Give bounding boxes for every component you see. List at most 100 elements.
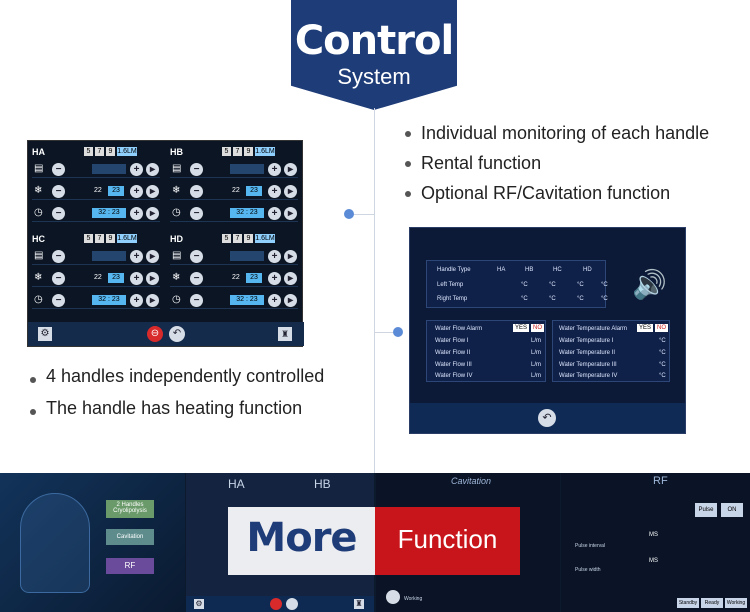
flow-item: Water Flow I (435, 338, 469, 344)
pulse-width-label: Pulse width (575, 567, 601, 573)
minus-button[interactable]: − (190, 272, 203, 285)
play-button[interactable]: ▸ (284, 250, 297, 263)
play-button[interactable]: ▸ (284, 272, 297, 285)
cavitation-mode-button[interactable]: Cavitation (106, 529, 154, 545)
alarm-no-button[interactable]: NO (531, 324, 544, 332)
plus-button[interactable]: + (130, 250, 143, 263)
alarm-yes-button[interactable]: YES (513, 324, 530, 332)
function-banner (375, 507, 520, 575)
level-number[interactable]: 5 (84, 234, 93, 243)
vacuum-icon: ▤ (172, 250, 182, 261)
alarm-label: Water Flow Alarm (435, 326, 483, 332)
time-box: 32 : 23 (230, 295, 264, 305)
plus-button[interactable]: + (130, 294, 143, 307)
speaker-icon[interactable]: 🔊 (632, 269, 667, 300)
level-number[interactable]: 9 (244, 147, 253, 156)
plus-button[interactable]: + (268, 185, 281, 198)
back-icon[interactable] (386, 590, 400, 604)
feature-item: Optional RF/Cavitation function (405, 178, 709, 208)
stop-icon[interactable]: ⊖ (147, 326, 163, 342)
ready-button[interactable]: Ready (701, 598, 723, 608)
stop-icon[interactable] (270, 598, 282, 610)
settings-icon[interactable]: ⚙ (38, 327, 52, 341)
clean-icon[interactable]: ♜ (278, 327, 292, 341)
play-button[interactable]: ▸ (146, 207, 159, 220)
back-icon[interactable]: ↶ (538, 409, 556, 427)
minus-button[interactable]: − (190, 185, 203, 198)
vacuum-icon: ▤ (34, 163, 44, 174)
minus-button[interactable]: − (52, 294, 65, 307)
minus-button[interactable]: − (190, 163, 203, 176)
temp-box: 23 (246, 186, 262, 196)
level-number[interactable]: 5 (84, 147, 93, 156)
plus-button[interactable]: + (268, 207, 281, 220)
flow-unit: L/m (531, 362, 542, 368)
handles-mode-button[interactable]: 2 Handles Cryolipolysis (106, 500, 154, 518)
time-box: 32 : 23 (92, 295, 126, 305)
play-button[interactable]: ▸ (146, 163, 159, 176)
lm-value: 1.6LM (255, 234, 275, 243)
alarm-yes-button[interactable]: YES (637, 324, 654, 332)
play-button[interactable]: ▸ (146, 272, 159, 285)
more-label: More (246, 515, 357, 561)
level-number[interactable]: 7 (233, 234, 242, 243)
back-icon[interactable]: ↶ (169, 326, 185, 342)
level-number[interactable]: 9 (244, 234, 253, 243)
clean-icon[interactable]: ♜ (354, 599, 364, 609)
temp-set: 22 (232, 187, 240, 194)
play-button[interactable]: ▸ (284, 185, 297, 198)
level-number[interactable]: 5 (222, 147, 231, 156)
settings-icon[interactable]: ⚙ (194, 599, 204, 609)
minus-button[interactable]: − (52, 207, 65, 220)
minus-button[interactable]: − (52, 250, 65, 263)
plus-button[interactable]: + (130, 207, 143, 220)
play-button[interactable]: ▸ (146, 250, 159, 263)
temp-unit: °C (659, 350, 666, 356)
plus-button[interactable]: + (268, 294, 281, 307)
plus-button[interactable]: + (130, 163, 143, 176)
plus-button[interactable]: + (268, 163, 281, 176)
play-button[interactable]: ▸ (146, 294, 159, 307)
plus-button[interactable]: + (130, 185, 143, 198)
temp-unit: °C (659, 338, 666, 344)
time-box: 32 : 23 (92, 208, 126, 218)
level-number[interactable]: 7 (95, 234, 104, 243)
plus-button[interactable]: + (268, 272, 281, 285)
table-header: HD (583, 267, 592, 273)
standby-button[interactable]: Standby (677, 598, 699, 608)
play-button[interactable]: ▸ (284, 294, 297, 307)
minus-button[interactable]: − (52, 272, 65, 285)
level-number[interactable]: 9 (106, 234, 115, 243)
connector-line (375, 332, 397, 333)
minus-button[interactable]: − (52, 163, 65, 176)
on-button[interactable]: ON (721, 503, 743, 517)
level-number[interactable]: 7 (95, 147, 104, 156)
plus-button[interactable]: + (268, 250, 281, 263)
pulse-button[interactable]: Pulse (695, 503, 717, 517)
play-button[interactable]: ▸ (284, 207, 297, 220)
rf-mode-button[interactable]: RF (106, 558, 154, 574)
back-icon[interactable] (286, 598, 298, 610)
temp-box: 23 (108, 186, 124, 196)
working-button[interactable]: Working (725, 598, 747, 608)
alarm-no-button[interactable]: NO (655, 324, 668, 332)
level-number[interactable]: 5 (222, 234, 231, 243)
temperature-table: Handle Type HA HB HC HD Left Temp °C °C … (426, 260, 608, 308)
plus-button[interactable]: + (130, 272, 143, 285)
minus-button[interactable]: − (190, 207, 203, 220)
connector-line (352, 214, 374, 215)
level-number[interactable]: 7 (233, 147, 242, 156)
minus-button[interactable]: − (190, 250, 203, 263)
level-number[interactable]: 9 (106, 147, 115, 156)
minus-button[interactable]: − (190, 294, 203, 307)
play-button[interactable]: ▸ (146, 185, 159, 198)
minus-button[interactable]: − (52, 185, 65, 198)
more-functions-strip: 2 Handles Cryolipolysis Cavitation RF HA… (0, 473, 750, 612)
play-button[interactable]: ▸ (284, 163, 297, 176)
row-unit: °C (521, 282, 528, 288)
